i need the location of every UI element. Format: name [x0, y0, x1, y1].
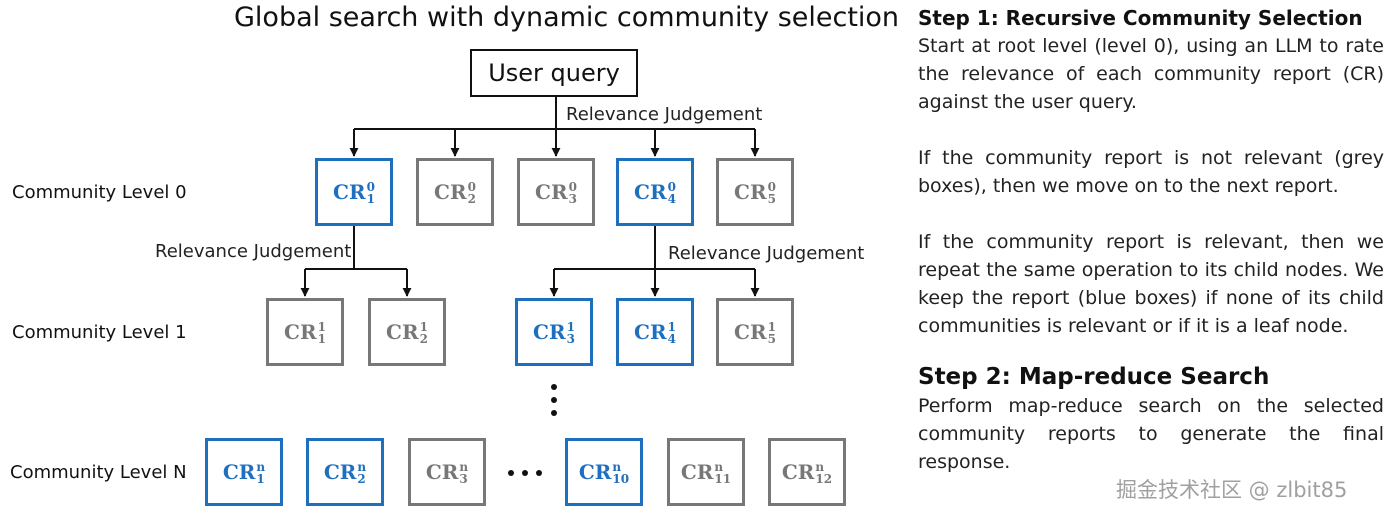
cr-node-sup: n: [256, 460, 266, 474]
cr-node-sup: 0: [767, 180, 776, 194]
cr-node-base: CR: [578, 460, 612, 484]
level-1-label: Community Level 1: [12, 322, 187, 343]
cr-node-base: CR: [734, 180, 767, 204]
cr-node-sub: 3: [459, 472, 468, 486]
cr-node-sub: 11: [714, 472, 732, 486]
user-query-box: User query: [470, 49, 638, 97]
cr-node-sup: 1: [566, 320, 575, 334]
cr-node-base: CR: [434, 180, 467, 204]
diagram-title: Global search with dynamic community sel…: [234, 2, 900, 33]
cr-node-base: CR: [323, 460, 357, 484]
cr-node-sup: 0: [467, 180, 476, 194]
cr-node-base: CR: [425, 460, 459, 484]
watermark-text: 掘金技术社区 @ zlbit85: [1116, 478, 1348, 502]
ellipsis-dot: [551, 410, 557, 416]
cr-node-sup: n: [459, 460, 469, 474]
ellipsis-dot: [536, 470, 542, 476]
step1-paragraph-1: Start at root level (level 0), using an …: [918, 35, 1384, 113]
cr-node-sub: 10: [612, 472, 630, 486]
cr-node-base: CR: [634, 320, 667, 344]
cr-node-base: CR: [634, 180, 667, 204]
relevance-label-right: Relevance Judgement: [668, 243, 865, 264]
cr-node-sub: 2: [357, 472, 366, 486]
step1-paragraph-2: If the community report is not relevant …: [918, 147, 1384, 197]
cr-node-base: CR: [680, 460, 714, 484]
explanation-panel: Step 1: Recursive Community Selection St…: [918, 4, 1384, 476]
connector-lines: [300, 97, 760, 297]
cr-node-base: CR: [333, 180, 366, 204]
cr-node-sup: 0: [667, 180, 676, 194]
cr-node-base: CR: [222, 460, 256, 484]
cr-node-sub: 1: [366, 192, 375, 206]
cr-node-sup: 1: [317, 320, 326, 334]
cr-node-sub: 4: [667, 192, 676, 206]
horizontal-ellipsis: [508, 470, 542, 476]
vertical-ellipsis: [547, 384, 561, 423]
ellipsis-dot: [551, 384, 557, 390]
cr-node-base: CR: [734, 320, 767, 344]
cr-node-sub: 4: [667, 332, 676, 346]
step2-paragraph-1: Perform map-reduce search on the selecte…: [918, 395, 1384, 473]
ellipsis-dot: [522, 470, 528, 476]
cr-node-base: CR: [284, 320, 317, 344]
cr-node-sup: 1: [419, 320, 428, 334]
cr-node-sup: 0: [366, 180, 375, 194]
cr-node-sup: n: [714, 460, 724, 474]
cr-node-sub: 3: [566, 332, 575, 346]
cr-node-sub: 1: [256, 472, 265, 486]
cr-node-base: CR: [386, 320, 419, 344]
cr-node-base: CR: [781, 460, 815, 484]
step1-paragraph-3: If the community report is relevant, the…: [918, 231, 1384, 337]
relevance-label-left: Relevance Judgement: [155, 241, 352, 262]
cr-node-sub: 5: [767, 332, 776, 346]
cr-node-sub: 12: [815, 472, 833, 486]
step1-heading: Step 1: Recursive Community Selection: [918, 6, 1363, 30]
ellipsis-dot: [551, 397, 557, 403]
cr-node-sup: n: [612, 460, 622, 474]
cr-node-sup: n: [815, 460, 825, 474]
cr-node-sup: n: [357, 460, 367, 474]
user-query-label: User query: [488, 59, 620, 87]
step2-heading: Step 2: Map-reduce Search: [918, 364, 1270, 390]
cr-node-sup: 0: [568, 180, 577, 194]
cr-node-sub: 2: [419, 332, 428, 346]
level-0-label: Community Level 0: [12, 182, 187, 203]
ellipsis-dot: [508, 470, 514, 476]
cr-node-sub: 5: [767, 192, 776, 206]
cr-node-sub: 3: [568, 192, 577, 206]
cr-node-sub: 1: [317, 332, 326, 346]
cr-node-base: CR: [533, 320, 566, 344]
cr-node-sub: 2: [467, 192, 476, 206]
cr-node-sup: 1: [667, 320, 676, 334]
level-n-label: Community Level N: [10, 462, 187, 483]
relevance-label-root: Relevance Judgement: [566, 104, 763, 125]
cr-node-base: CR: [535, 180, 568, 204]
cr-node-sup: 1: [767, 320, 776, 334]
